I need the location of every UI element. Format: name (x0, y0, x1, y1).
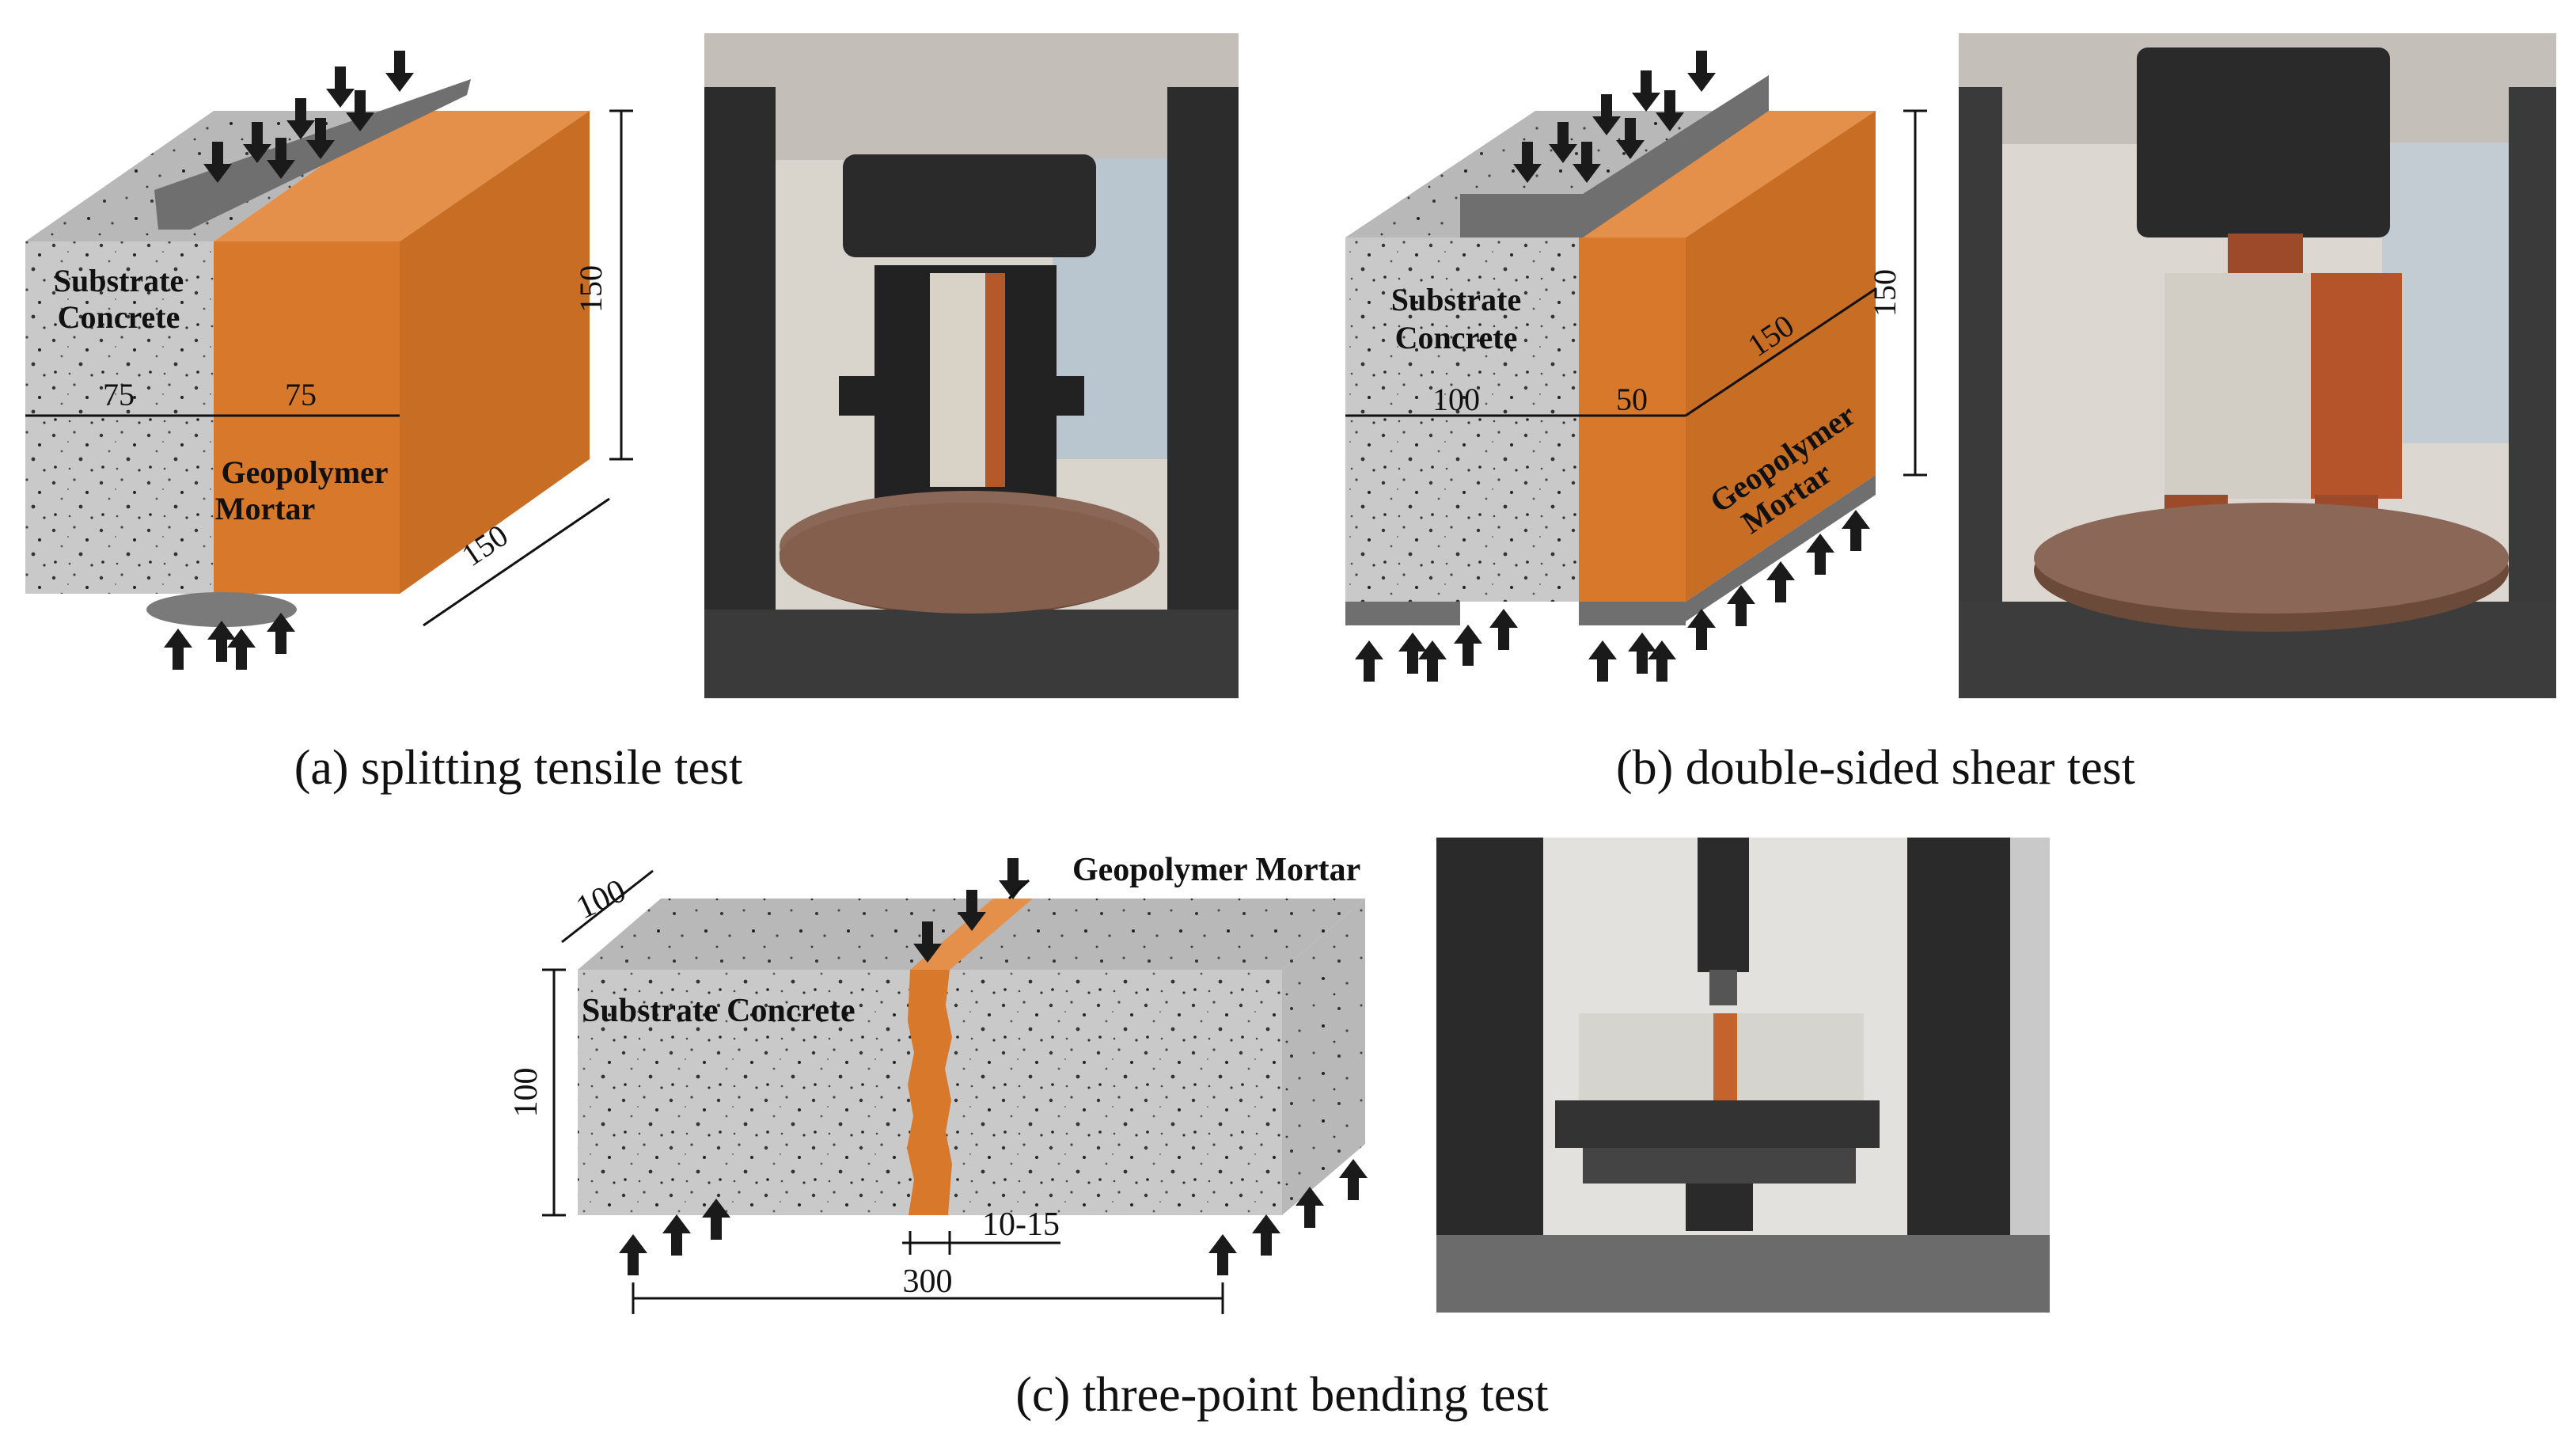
panel-c-caption: (c) three-point bending test (1015, 1368, 1548, 1422)
panel-b-caption: (b) double-sided shear test (1616, 741, 2135, 795)
panel-b-bottom-plate-left (1345, 602, 1460, 625)
panel-b-mortar-top (1579, 111, 1876, 237)
panel-b-photo (1959, 33, 2556, 698)
panel-a-dim-height: 150 (573, 265, 609, 313)
panel-a-bottom-plate (146, 592, 297, 627)
panel-b-dim-height: 150 (1867, 269, 1903, 317)
panel-a-substrate-label-2: Concrete (58, 299, 180, 335)
panel-a-caption: (a) splitting tensile test (294, 741, 743, 795)
panel-a-depth-dim (423, 497, 610, 627)
panel-c-diagram: Substrate Concrete Geopolymer Mortar 100… (508, 852, 1368, 1314)
panel-a-photo (704, 33, 1239, 698)
panel-b-concrete-front (1345, 237, 1579, 602)
panel-b-substrate-label-1: Substrate (1391, 282, 1521, 317)
panel-b-dim-left: 100 (1432, 382, 1480, 417)
panel-c-dim-height: 100 (508, 1068, 544, 1118)
panel-c-photo (1436, 838, 2050, 1313)
panel-a-mortar-label-1: Geopolymer (221, 454, 388, 490)
panel-b-top-plate (1460, 75, 1769, 237)
panel-b-side-bottom-plate (1686, 475, 1876, 621)
panel-c-mortar-leader (1007, 879, 1030, 900)
panel-a-mortar-label-2: Mortar (215, 491, 316, 526)
panel-a-top-plate (154, 79, 471, 230)
panel-c-dim-span: 300 (903, 1263, 953, 1300)
panel-c-mortar-label: Geopolymer Mortar (1072, 852, 1360, 888)
panel-c-substrate-label: Substrate Concrete (582, 993, 856, 1029)
panel-a-dim-left: 75 (103, 377, 135, 412)
panel-c-dim-joint: 10-15 (982, 1206, 1060, 1243)
panel-a-mortar-top (214, 111, 590, 241)
panel-a-dim-right: 75 (285, 377, 317, 412)
panel-b-mortar-side (1686, 111, 1876, 602)
panel-b-depth-dim (1685, 287, 1876, 417)
panel-c-joint-front (907, 970, 952, 1215)
panel-a-diagram: Substrate Concrete 75 75 Geopolymer Mort… (25, 51, 633, 670)
panel-b-mortar-front (1579, 237, 1686, 602)
panel-c-side-face (1282, 899, 1365, 1215)
panel-c-joint-top (910, 899, 1033, 970)
panel-b-dim-right: 50 (1616, 382, 1648, 417)
panel-c-dim-depth: 100 (571, 872, 632, 926)
panel-c-depth-dim (561, 869, 654, 944)
panel-a-mortar-front (214, 241, 400, 594)
panel-a-substrate-label-1: Substrate (54, 263, 184, 298)
panel-b-bottom-plate-right (1579, 602, 1686, 625)
panel-b-substrate-label-2: Concrete (1395, 320, 1518, 355)
panel-b-concrete-top (1345, 111, 1769, 237)
panel-a-concrete-front (25, 241, 214, 594)
panel-a-mortar-side (400, 111, 590, 594)
panel-b-diagram: Substrate Concrete 100 50 Geopolymer Mor… (1345, 51, 1927, 682)
